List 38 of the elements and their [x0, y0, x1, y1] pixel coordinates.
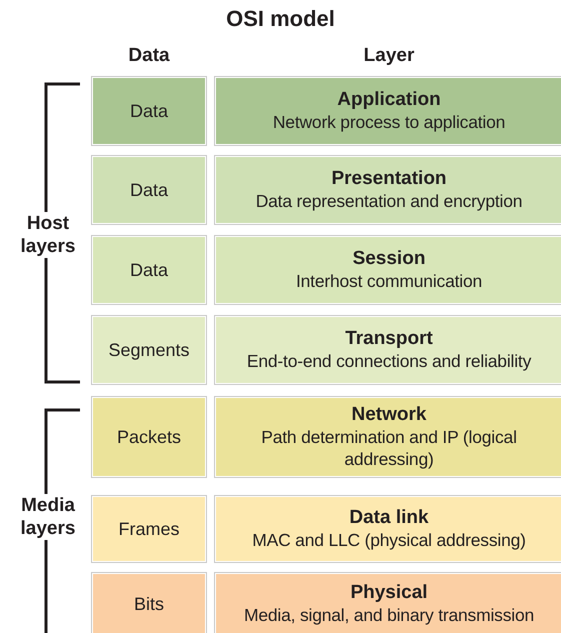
layer-name: Physical: [350, 582, 428, 604]
layer-name: Session: [352, 248, 426, 270]
layer-description: MAC and LLC (physical addressing): [252, 529, 526, 551]
data-unit-text: Packets: [116, 426, 182, 448]
column-header: Layer: [362, 44, 416, 67]
data-unit-cell: [92, 316, 206, 384]
layer-name: Data link: [349, 507, 429, 529]
data-unit-text: Data: [130, 100, 168, 122]
column-header: Data: [127, 44, 171, 67]
data-unit-cell: [92, 77, 206, 145]
layer-box: [215, 236, 561, 304]
data-unit-cell: [92, 236, 206, 304]
layer-description: End-to-end connections and reliability: [246, 350, 532, 372]
layer-name: Transport: [345, 328, 433, 350]
layer-description: Path determination and IP (logical addressing): [260, 426, 518, 470]
layer-description: Data representation and encryption: [256, 190, 522, 212]
layer-box: [215, 77, 561, 145]
data-unit-text: Data: [130, 180, 168, 200]
data-unit-cell: [92, 496, 206, 562]
layer-box: [215, 397, 561, 477]
data-unit-text: Frames: [118, 518, 180, 540]
layer-box: [215, 573, 561, 633]
layer-name: Network: [352, 404, 426, 426]
data-unit-text: Bits: [134, 594, 164, 614]
layer-name: Application: [337, 89, 441, 111]
layer-box: [215, 156, 561, 224]
data-unit-text: Data: [130, 260, 168, 280]
data-unit-cell: [92, 573, 206, 633]
layer-description: Network process to application: [272, 111, 506, 133]
layer-box: [215, 316, 561, 384]
data-unit-cell: [92, 156, 206, 224]
data-unit-text: Segments: [108, 340, 190, 360]
diagram-title: OSI model: [225, 6, 336, 32]
layer-name: Presentation: [331, 168, 447, 190]
layer-description: Media, signal, and binary transmission: [244, 604, 534, 626]
layer-description: Interhost communication: [296, 270, 482, 292]
data-unit-cell: [92, 397, 206, 477]
layer-box: [215, 496, 561, 562]
